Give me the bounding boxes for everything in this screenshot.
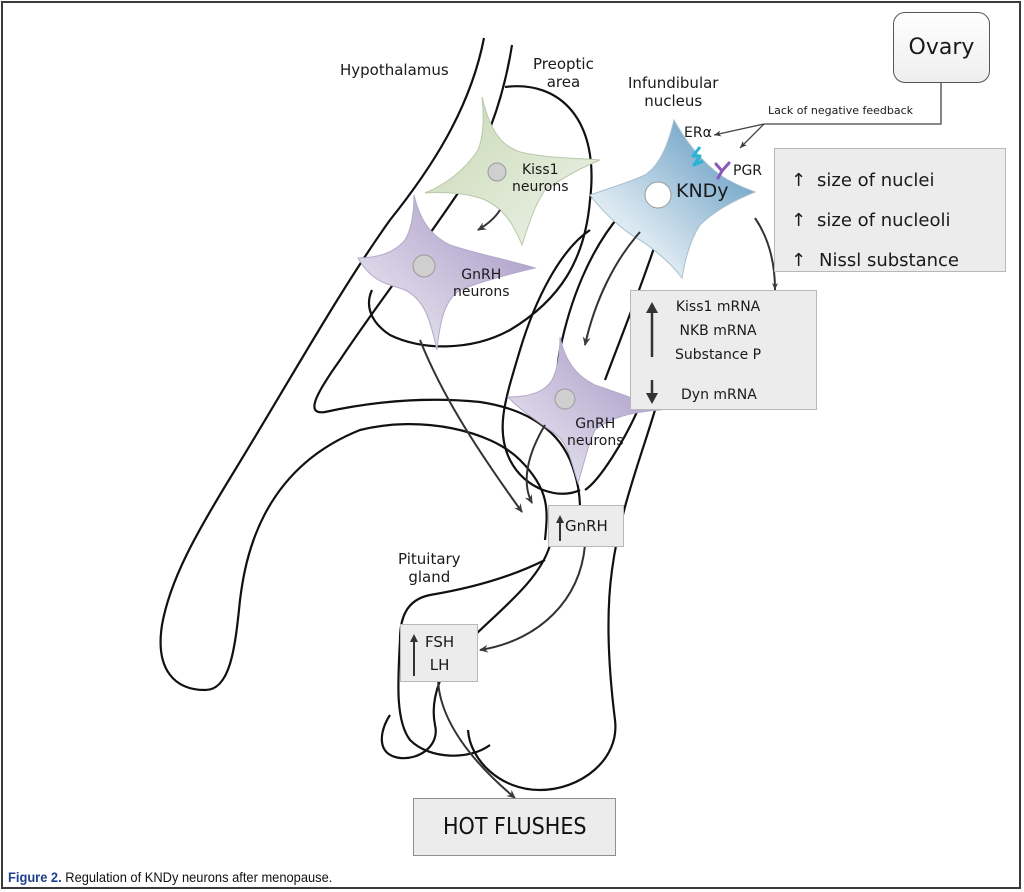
expression-item-nkb-mrna: NKB mRNA (679, 323, 757, 339)
arrow-kiss1-to-gnrh (477, 209, 501, 231)
label-infundibular-nucleus: Infundibular nucleus (628, 74, 718, 110)
fsh-label: FSH (425, 633, 455, 651)
label-gnrh-neurons-lower: GnRH neurons (567, 416, 624, 450)
hypothalamus-outer-outline (159, 37, 486, 692)
feedback-arrow-pgr (739, 123, 765, 149)
label-gnrh-neurons-upper: GnRH neurons (453, 267, 510, 301)
label-lack-of-negative-feedback: Lack of negative feedback (768, 104, 914, 117)
hot-flushes-box: HOT FLUSHES (413, 798, 616, 856)
arrow-up-icon: ↑ (791, 250, 807, 271)
kndy-change-item: ↑ Nissl substance (791, 241, 959, 281)
label-gnrh-upper-line2: neurons (453, 283, 510, 300)
label-er-alpha: ERα (684, 125, 712, 141)
arrow-gnrh-box-to-fsh-lh (479, 544, 586, 653)
label-kndy: KNDy (676, 180, 729, 202)
kndy-change-item: ↑ size of nucleoli (791, 201, 959, 241)
median-eminence-outline (584, 404, 642, 491)
lh-label: LH (429, 656, 450, 674)
label-kiss1-neurons: Kiss1 neurons (512, 162, 569, 196)
kndy-change-text: size of nuclei (817, 170, 935, 191)
infundibular-outline-1 (501, 229, 591, 495)
expression-item-substance-p: Substance P (675, 347, 762, 363)
kndy-changes-box: ↑ size of nuclei ↑ size of nucleoli ↑ Nissl… (774, 148, 1006, 272)
label-pituitary-line2: gland (408, 568, 451, 586)
pgr-receptor-icon (714, 161, 731, 180)
arrow-fsh-lh-to-hot-flushes (437, 679, 516, 799)
label-pituitary-gland: Pituitary gland (398, 550, 461, 586)
kiss1-neuron (424, 96, 601, 247)
kndy-neuron (589, 118, 757, 280)
arrow-up-icon (646, 302, 658, 357)
expression-item-kiss1-mrna: Kiss1 mRNA (675, 299, 761, 315)
arrow-up-icon (410, 634, 418, 676)
stalk-right-outline (466, 409, 657, 792)
label-kiss1-line1: Kiss1 (521, 162, 559, 178)
kndy-change-text: Nissl substance (819, 250, 960, 271)
er-alpha-receptor-icon (691, 146, 704, 167)
expression-item-dyn-mrna: Dyn mRNA (681, 387, 757, 403)
gnrh-neuron-lower (506, 336, 662, 485)
arrow-down-icon (646, 380, 658, 404)
figure-caption-label: Figure 2. (8, 869, 62, 885)
gnrh-neuron-upper (357, 194, 537, 351)
figure-caption-text: Regulation of KNDy neurons after menopau… (61, 869, 333, 885)
label-hypothalamus: Hypothalamus (340, 61, 449, 79)
label-infundibular-line2: nucleus (644, 92, 703, 110)
pituitary-gland-outline (380, 544, 552, 760)
expression-changes-box: Kiss1 mRNA NKB mRNA Substance P Dyn mRNA (630, 290, 817, 410)
label-gnrh-upper-line1: GnRH (461, 267, 502, 283)
label-pgr: PGR (733, 163, 763, 179)
arrow-gnrh-lower-to-gnrh-box (524, 424, 546, 504)
arrow-up-icon: ↑ (791, 170, 807, 191)
hot-flushes-label: HOT FLUSHES (442, 814, 587, 840)
label-preoptic-area: Preoptic area (533, 55, 594, 91)
label-infundibular-line1: Infundibular (628, 74, 719, 92)
ovary-box: Ovary (893, 12, 990, 83)
feedback-arrow-er-alpha (713, 123, 765, 137)
figure-caption: Figure 2. Regulation of KNDy neurons aft… (8, 869, 332, 885)
gnrh-hormone-label: GnRH (565, 517, 608, 535)
label-preoptic-line2: area (546, 73, 581, 91)
arrow-up-icon: ↑ (791, 210, 807, 231)
fsh-lh-box: FSH LH (400, 624, 478, 682)
kndy-change-text: size of nucleoli (817, 210, 951, 231)
label-preoptic-line1: Preoptic (533, 55, 594, 73)
label-kiss1-line2: neurons (512, 178, 569, 195)
kndy-change-item: ↑ size of nuclei (791, 161, 959, 201)
pituitary-stalk-outline (204, 423, 548, 692)
arrow-kndy-to-expression (754, 217, 778, 291)
arrow-gnrh-upper-to-gnrh-box (419, 339, 523, 513)
ovary-connector-line (764, 83, 942, 125)
arrow-kndy-to-gnrh-lower (582, 231, 641, 346)
gnrh-hormone-box: GnRH (548, 505, 624, 547)
label-gnrh-lower-line1: GnRH (575, 416, 616, 432)
arrow-up-icon (556, 515, 564, 541)
label-pituitary-line1: Pituitary (398, 550, 461, 568)
label-gnrh-lower-line2: neurons (567, 432, 624, 449)
preoptic-area-outline (367, 85, 593, 348)
